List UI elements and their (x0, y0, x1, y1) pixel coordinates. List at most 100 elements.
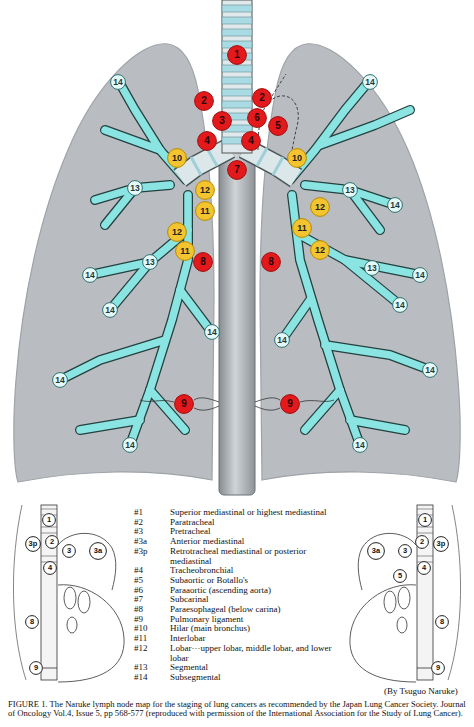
key-row: #1Superior mediastinal or highest medias… (134, 508, 349, 518)
bronchial-tree (60, 80, 430, 445)
station-code: #14 (134, 673, 170, 683)
station-description: Pretracheal (170, 527, 342, 537)
key-row: #13Segmental (134, 663, 349, 673)
station-number: 14 (362, 74, 378, 90)
lateral-view-station: 1 (42, 513, 56, 527)
node-circle (83, 268, 98, 283)
node-circle (311, 198, 330, 217)
node-circle (419, 514, 432, 527)
key-row: #3pRetrotracheal mediastinal or posterio… (134, 547, 349, 566)
bronchial-tree-outline (60, 80, 430, 445)
peripheral-station: 14 (362, 74, 378, 90)
peripheral-station: 14 (387, 197, 403, 213)
station-number: 2 (45, 535, 59, 549)
station-number: 5 (268, 116, 288, 136)
station-code: #8 (134, 605, 170, 615)
mediastinal-station: 3 (212, 111, 232, 131)
node-circle (198, 132, 217, 151)
node-circle (432, 662, 445, 675)
peripheral-station: 13 (342, 182, 358, 198)
lateral-view-station: 4 (43, 561, 57, 575)
node-circle (253, 89, 272, 108)
node-circle (399, 545, 412, 558)
hilar-station: 12 (195, 180, 215, 200)
station-number: 13 (342, 182, 358, 198)
mediastinal-station: 7 (227, 160, 247, 180)
station-code: #10 (134, 624, 170, 634)
peripheral-station: 14 (412, 267, 428, 283)
station-number: 14 (352, 437, 368, 453)
station-number: 13 (364, 260, 380, 276)
station-number: 8 (193, 252, 213, 272)
lateral-view-station: 9 (431, 661, 445, 675)
node-circle (413, 268, 428, 283)
lateral-view-station: 9 (29, 661, 43, 675)
station-number: 14 (387, 197, 403, 213)
peripheral-station: 14 (204, 324, 220, 340)
station-number: 14 (204, 324, 220, 340)
station-number: 14 (274, 332, 290, 348)
station-number: 1 (418, 513, 432, 527)
mediastinal-station: 4 (241, 131, 261, 151)
node-circle (393, 298, 408, 313)
station-number: 14 (122, 437, 138, 453)
station-number: 3p (25, 536, 41, 552)
mediastinal-station: 4 (197, 131, 217, 151)
node-circle (343, 183, 358, 198)
node-circle (242, 132, 261, 151)
lateral-view-station: 5 (393, 569, 407, 583)
station-number: 12 (167, 222, 187, 242)
lateral-view-station: 1 (418, 513, 432, 527)
station-number: 1 (227, 45, 247, 65)
node-circle (368, 543, 385, 560)
station-number: 9 (29, 661, 43, 675)
node-circle (176, 242, 195, 261)
peripheral-station: 14 (52, 372, 68, 388)
station-number: 1 (42, 513, 56, 527)
station-description: Paraesophageal (below carina) (170, 605, 342, 615)
hilar-station: 12 (310, 240, 330, 260)
station-number: 12 (195, 180, 215, 200)
peripheral-station: 14 (422, 362, 438, 378)
mediastinal-station: 2 (194, 91, 214, 111)
key-row: #14Subsegmental (134, 673, 349, 683)
station-code: #6 (134, 586, 170, 596)
station-number: 14 (82, 267, 98, 283)
node-circle (30, 662, 43, 675)
station-number: 12 (310, 240, 330, 260)
lateral-view-station: 3p (25, 536, 41, 552)
station-code: #9 (134, 615, 170, 625)
mediastinal-station: 6 (247, 108, 267, 128)
node-circle (90, 543, 107, 560)
station-number: 13 (127, 180, 143, 196)
station-description: Paraaortic (ascending aorta) (170, 586, 342, 596)
station-code: #3a (134, 537, 170, 547)
station-number: 13 (142, 254, 158, 270)
node-circle (195, 92, 214, 111)
station-code: #1 (134, 508, 170, 518)
node-circle (228, 46, 247, 65)
mediastinal-station: 2 (252, 88, 272, 108)
right-lateral-view (13, 505, 124, 682)
mediastinal-station: 8 (261, 252, 281, 272)
node-circle (281, 395, 300, 414)
mediastinal-station: 1 (227, 45, 247, 65)
station-code: #4 (134, 566, 170, 576)
station-number: 12 (310, 197, 330, 217)
key-row: #3Pretracheal (134, 527, 349, 537)
station-number: 5 (393, 569, 407, 583)
peripheral-station: 14 (392, 297, 408, 313)
node-circle (293, 219, 312, 238)
hilar-station: 11 (195, 201, 215, 221)
node-circle (26, 537, 41, 552)
station-number: 3a (89, 542, 107, 560)
station-description: Subcarinal (170, 595, 342, 605)
node-circle (205, 325, 220, 340)
node-circle (418, 562, 431, 575)
hilar-station: 10 (287, 148, 307, 168)
node-circle (436, 616, 449, 629)
station-number: 3a (367, 542, 385, 560)
node-circle (63, 545, 76, 558)
left-lateral-view (350, 505, 461, 682)
station-key: #1Superior mediastinal or highest medias… (134, 508, 349, 683)
